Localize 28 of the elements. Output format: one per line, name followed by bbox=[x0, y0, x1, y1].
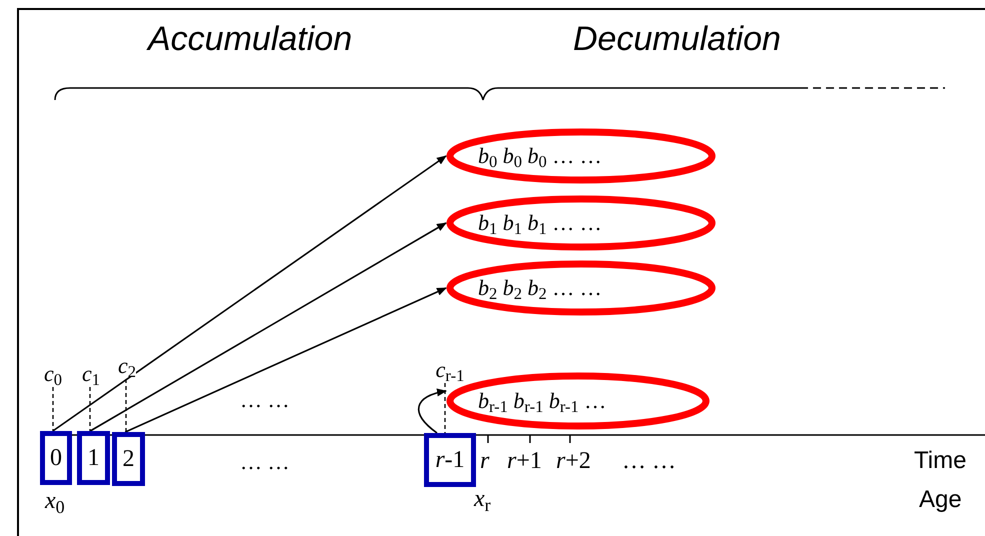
dashed-line bbox=[52, 387, 54, 431]
benefit-sequence: b$_{1}$ b$_{1}$ b$_{1}$ … … bbox=[478, 212, 602, 234]
tick-label: r+2 bbox=[556, 447, 591, 476]
arrow bbox=[124, 287, 447, 433]
tick-label: r bbox=[480, 447, 490, 476]
variable-label: x$_{0}$ bbox=[45, 487, 65, 516]
benefit-sequence: b$_{r-1}$ b$_{r-1}$ b$_{r-1}$ … bbox=[478, 390, 606, 412]
arrow bbox=[52, 155, 447, 432]
dashed-line bbox=[89, 387, 91, 431]
section-heading: Accumulation bbox=[148, 19, 352, 60]
ellipsis-text: … … bbox=[622, 447, 676, 476]
axis-label: Time bbox=[914, 446, 966, 476]
age-box: r-1 bbox=[424, 433, 476, 487]
benefit-sequence: b$_{0}$ b$_{0}$ b$_{0}$ … … bbox=[478, 145, 602, 167]
arrow bbox=[90, 222, 447, 432]
tick-label: r+1 bbox=[507, 447, 542, 476]
dashed-line bbox=[125, 379, 127, 432]
axis-label: Age bbox=[919, 485, 962, 515]
age-box: 2 bbox=[112, 432, 145, 486]
benefit-sequence: b$_{2}$ b$_{2}$ b$_{2}$ … … bbox=[478, 277, 602, 299]
ellipsis-text: … … bbox=[240, 448, 290, 476]
ellipsis-text: … … bbox=[240, 386, 290, 414]
variable-label: x$_{r}$ bbox=[474, 485, 491, 514]
arrow bbox=[418, 388, 447, 434]
age-box: 1 bbox=[77, 431, 110, 485]
dashed-line bbox=[444, 383, 446, 433]
age-box: 0 bbox=[40, 431, 72, 485]
section-heading: Decumulation bbox=[573, 19, 781, 60]
